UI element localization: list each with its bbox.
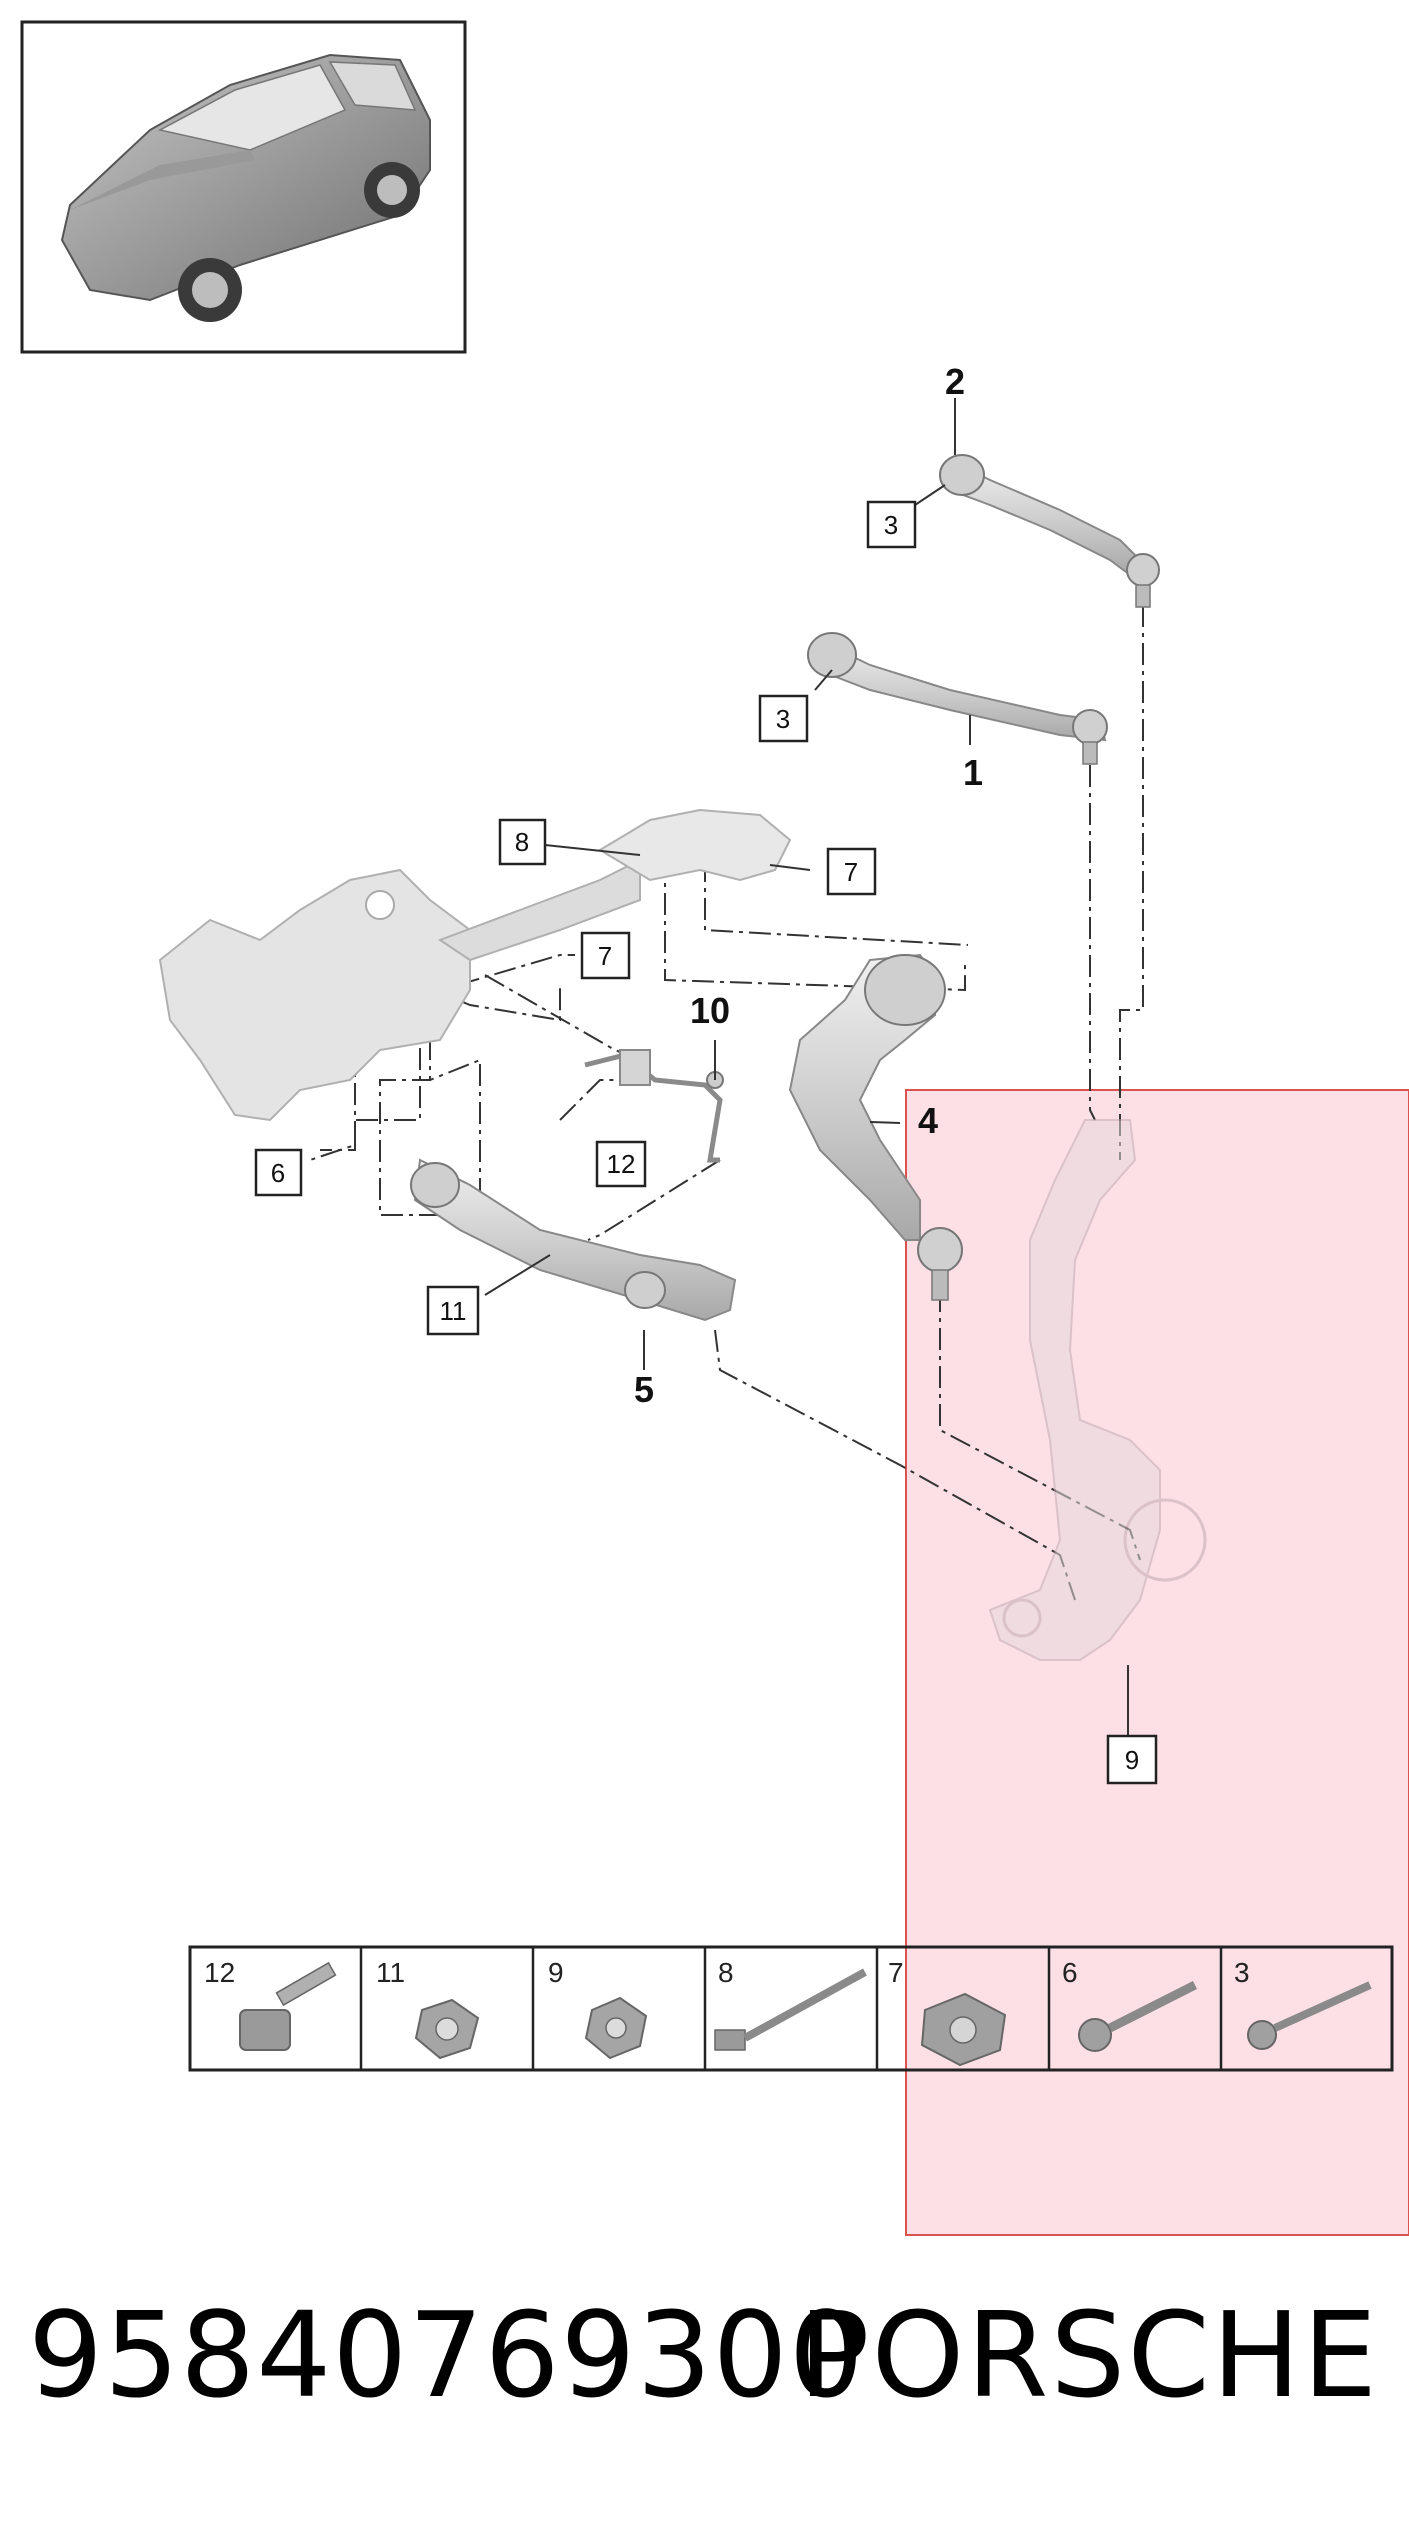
svg-text:3: 3 [884,510,898,540]
assembly-leader-lines [309,605,1144,1601]
callout-box-6: 6 [254,1148,303,1197]
svg-text:3: 3 [776,704,790,734]
fastener-cell-6: 6 [1062,1957,1198,2052]
fastener-cell-7: 7 [888,1957,1007,2067]
svg-text:6: 6 [1062,1957,1078,1988]
svg-text:3: 3 [1234,1957,1250,1988]
svg-text:9: 9 [1125,1745,1139,1775]
callout-box-11: 11 [426,1285,480,1336]
callout-1: 1 [963,752,983,793]
svg-text:6: 6 [271,1158,285,1188]
callout-box-7-left: 7 [580,931,631,980]
footer: 95840769300 PORSCHE [0,2280,1409,2430]
level-sensor-10 [584,1049,724,1163]
control-arm-4 [788,953,963,1301]
callout-10: 10 [690,990,730,1031]
fastener-cell-9: 9 [548,1957,648,2060]
callout-box-12: 12 [595,1140,647,1188]
callout-box-3-lower: 3 [758,694,809,743]
svg-text:8: 8 [515,827,529,857]
svg-text:9: 9 [548,1957,564,1988]
svg-text:11: 11 [440,1296,467,1326]
fastener-cell-3: 3 [1234,1957,1372,2050]
control-arm-2 [939,454,1160,608]
fastener-cell-11: 11 [376,1957,480,2060]
svg-text:11: 11 [376,1957,405,1988]
car-illustration [60,53,431,322]
vehicle-thumbnail [20,20,467,354]
control-arm-5 [410,1158,737,1322]
svg-text:12: 12 [204,1957,235,1988]
svg-text:7: 7 [844,857,858,887]
svg-text:7: 7 [888,1957,904,1988]
fastener-cell-12: 12 [204,1957,337,2051]
svg-text:12: 12 [607,1149,636,1179]
fastener-table: 12 11 9 8 7 6 3 [188,1945,1394,2072]
fastener-cell-8: 8 [714,1957,867,2051]
callout-box-7-right: 7 [826,847,877,896]
control-arm-1 [807,632,1108,765]
wheel-carrier-9 [988,1119,1207,1661]
callout-5: 5 [634,1369,654,1410]
svg-text:8: 8 [718,1957,734,1988]
svg-text:7: 7 [598,941,612,971]
brand-name: PORSCHE [798,2286,1379,2424]
callout-4: 4 [918,1100,938,1141]
callout-box-9: 9 [1106,1734,1158,1785]
callout-box-3-upper: 3 [866,500,917,549]
highlight-region [905,1089,1409,2236]
callout-box-8: 8 [498,818,547,866]
callout-leaders [484,398,1129,1735]
callout-2: 2 [945,361,965,402]
front-subframe [158,808,792,1122]
part-number: 95840769300 [28,2286,865,2424]
